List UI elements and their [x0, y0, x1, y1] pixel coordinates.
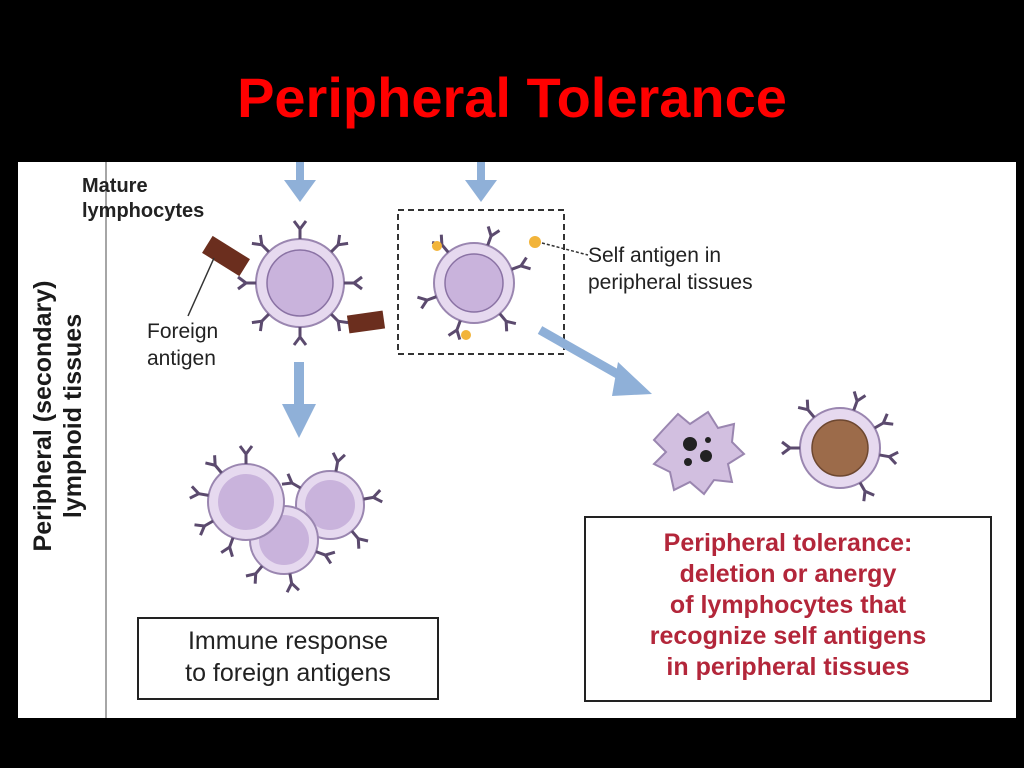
mature-lymphocytes-label: Mature lymphocytes: [82, 174, 204, 224]
foreign-antigen-shape: [202, 235, 386, 334]
self-antigen-pointer: [541, 242, 589, 256]
self-label-line2: peripheral tissues: [588, 271, 753, 294]
mature-label-line1: Mature: [82, 175, 148, 197]
mature-label-line2: lymphocytes: [82, 200, 205, 222]
proliferated-lymphocytes: [188, 444, 384, 594]
foreign-antigen-label: Foreign antigen: [147, 318, 218, 372]
tolerance-box-line: of lymphocytes that: [669, 591, 907, 619]
mature-lymphocyte-cell: [236, 219, 364, 347]
immune-response-box: Immune response to foreign antigens: [137, 617, 439, 700]
side-label-line2: lymphoid tissues: [59, 313, 87, 519]
foreign-label-line1: Foreign: [147, 320, 219, 343]
foreign-label-line2: antigen: [147, 347, 216, 370]
page-title: Peripheral Tolerance: [237, 66, 787, 129]
down-arrow: [282, 362, 316, 438]
tolerance-box-line: Peripheral tolerance:: [663, 529, 913, 557]
self-label-line1: Self antigen in: [588, 244, 722, 267]
immune-box-line1: Immune response: [187, 627, 389, 655]
incoming-arrow-right: [465, 162, 497, 202]
side-label-line1: Peripheral (secondary): [29, 280, 57, 552]
peripheral-tolerance-box: Peripheral tolerance: deletion or anergy…: [584, 516, 992, 702]
diagram-graphics: [105, 162, 900, 718]
apoptotic-cell: [652, 410, 746, 496]
incoming-arrow-left: [284, 162, 316, 202]
tolerance-box-line: in peripheral tissues: [666, 653, 910, 681]
self-antigen-lymphocyte: [415, 224, 533, 342]
immune-box-line2: to foreign antigens: [185, 659, 391, 687]
tolerance-box-line: recognize self antigens: [649, 622, 927, 650]
anergic-lymphocyte: [780, 389, 900, 503]
self-antigen-region: [397, 209, 565, 355]
self-antigen-label: Self antigen in peripheral tissues: [588, 242, 753, 296]
side-label: Peripheral (secondary) lymphoid tissues: [28, 281, 88, 552]
tolerance-box-line: deletion or anergy: [679, 560, 897, 588]
diagonal-arrow: [537, 326, 652, 396]
foreign-antigen-pointer: [187, 257, 215, 317]
self-antigen-particles: [432, 236, 541, 340]
